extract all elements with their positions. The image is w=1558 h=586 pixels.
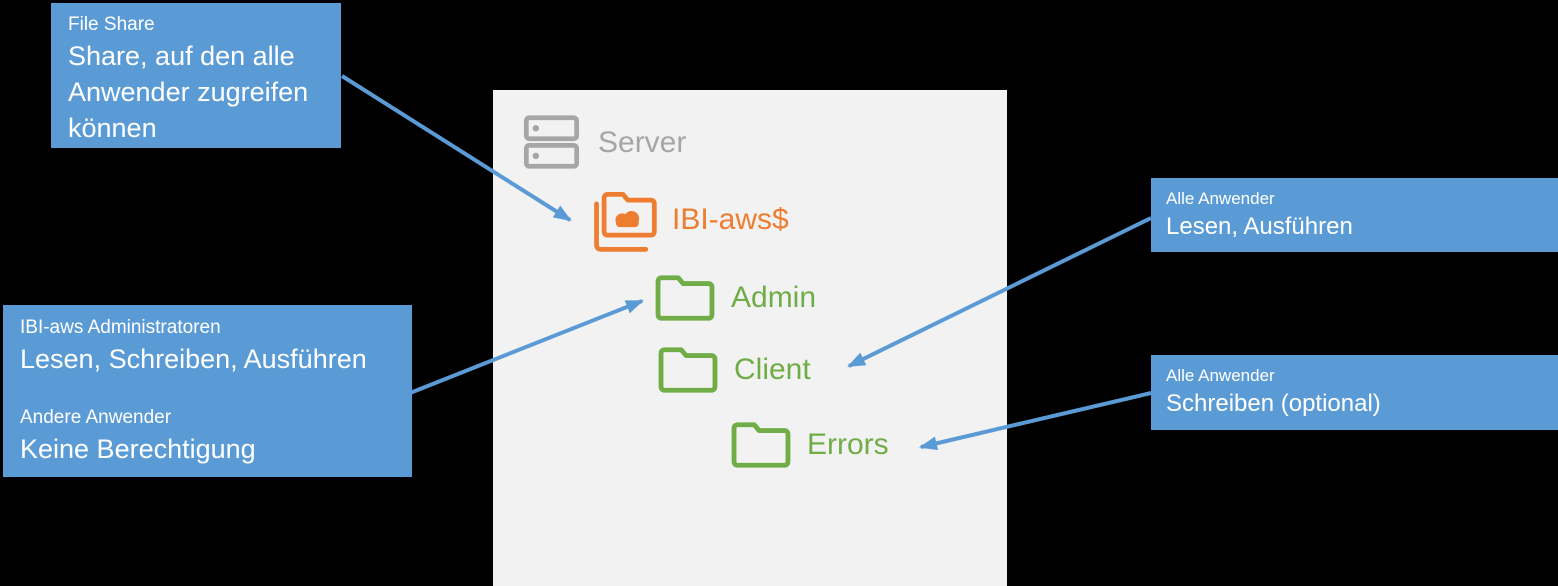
callout-body: Lesen, Schreiben, Ausführen — [20, 344, 367, 374]
callout-administrators: IBI-aws Administratoren Lesen, Schreiben… — [3, 305, 412, 477]
folder-label: Errors — [807, 428, 889, 461]
callout-body: Schreiben (optional) — [1166, 390, 1381, 417]
folder-label: Client — [734, 353, 811, 386]
folder-label: Admin — [731, 281, 817, 314]
callout-file-share: File Share Share, auf den alle Anwender … — [51, 3, 341, 148]
folder-icon — [658, 347, 718, 393]
server-label: Server — [598, 125, 687, 159]
share-row: IBI-aws$ — [588, 184, 789, 256]
callout-title: Alle Anwender — [1166, 366, 1275, 385]
callout-spacer — [20, 377, 404, 405]
folder-row-errors: Errors — [730, 419, 889, 471]
share-folder-label: IBI-aws$ — [672, 203, 789, 236]
callout-body: Share, auf den alle Anwender zugreifen k… — [68, 41, 309, 143]
callout-body: Keine Berechtigung — [20, 434, 256, 464]
cloud-share-folder-icon — [594, 192, 657, 252]
folder-icon — [731, 422, 791, 468]
folder-row-client: Client — [657, 344, 811, 396]
folder-row-admin: Admin — [654, 272, 816, 324]
server-row: Server — [523, 114, 686, 171]
callout-all-users-read: Alle Anwender Lesen, Ausführen — [1151, 178, 1558, 252]
callout-title: Alle Anwender — [1166, 189, 1275, 208]
folder-icon — [655, 275, 715, 321]
callout-title: File Share — [68, 14, 155, 35]
callout-title: Andere Anwender — [20, 407, 172, 428]
server-icon — [523, 115, 580, 169]
callout-title: IBI-aws Administratoren — [20, 317, 221, 338]
callout-all-users-write: Alle Anwender Schreiben (optional) — [1151, 355, 1558, 430]
callout-body: Lesen, Ausführen — [1166, 213, 1353, 240]
server-panel: Server IBI-aws$ Admin — [493, 90, 1007, 586]
